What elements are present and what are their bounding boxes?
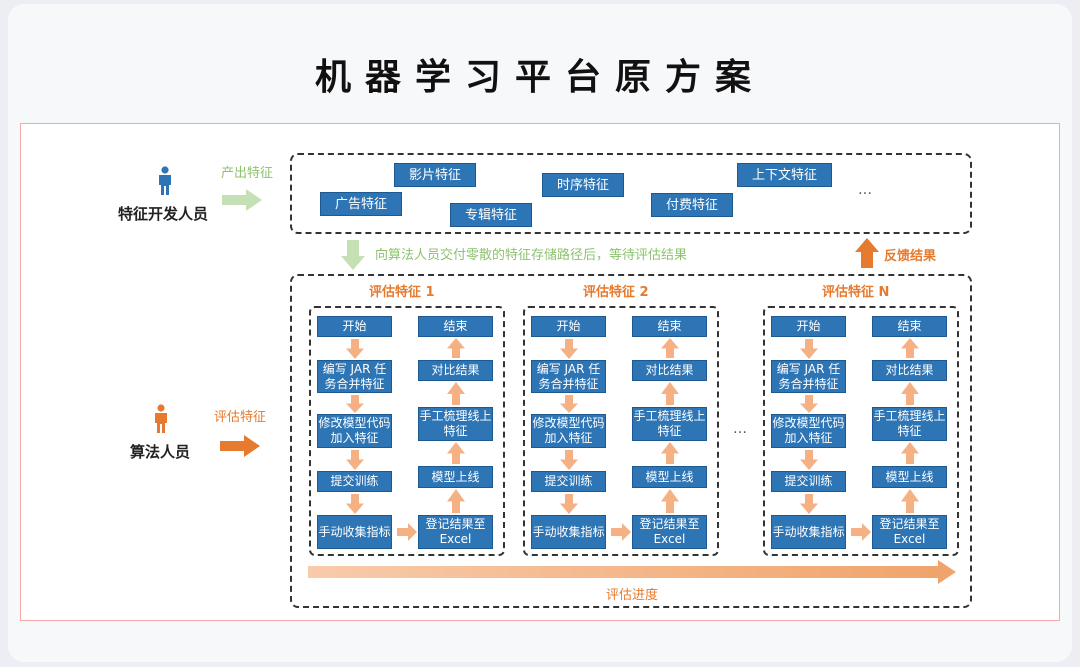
evaluation-title: 评估特征 2 — [583, 285, 649, 300]
up-arrow-icon — [660, 382, 679, 405]
down-arrow-icon — [799, 494, 818, 514]
evaluation-group — [523, 306, 719, 556]
process-step: 编写 JAR 任务合并特征 — [531, 360, 606, 393]
feature-box: 专辑特征 — [450, 203, 533, 227]
process-step: 对比结果 — [872, 360, 947, 381]
process-step: 对比结果 — [418, 360, 493, 381]
evaluation-title: 评估特征 1 — [369, 285, 435, 300]
process-step: 修改模型代码加入特征 — [317, 414, 392, 448]
more-evaluations-ellipsis: … — [733, 421, 749, 437]
process-step: 手工梳理线上特征 — [418, 407, 493, 441]
evaluation-group — [763, 306, 959, 556]
developer-person-icon — [159, 166, 171, 195]
deliver-label: 向算法人员交付零散的特征存储路径后，等待评估结果 — [375, 248, 688, 263]
down-arrow-icon — [345, 395, 364, 413]
feedback-up-arrow-icon — [855, 238, 879, 268]
process-step: 对比结果 — [632, 360, 707, 381]
process-step: 结束 — [872, 316, 947, 337]
progress-arrow-icon — [308, 560, 956, 584]
process-step: 手动收集指标 — [771, 515, 846, 549]
down-arrow-icon — [799, 395, 818, 413]
up-arrow-icon — [446, 382, 465, 405]
feature-region — [290, 153, 972, 234]
more-features-ellipsis: … — [858, 182, 874, 198]
down-arrow-icon — [345, 494, 364, 514]
down-arrow-icon — [559, 395, 578, 413]
process-step: 手动收集指标 — [531, 515, 606, 549]
up-arrow-icon — [446, 442, 465, 464]
feedback-label: 反馈结果 — [884, 249, 937, 264]
process-step: 模型上线 — [418, 466, 493, 488]
up-arrow-icon — [446, 489, 465, 513]
up-arrow-icon — [900, 382, 919, 405]
right-arrow-icon — [611, 523, 631, 541]
feature-box: 广告特征 — [320, 192, 403, 216]
process-step: 手动收集指标 — [317, 515, 392, 549]
feature-box: 时序特征 — [542, 173, 625, 197]
algorithm-role-label: 算法人员 — [130, 443, 191, 461]
right-arrow-icon — [851, 523, 871, 541]
up-arrow-icon — [900, 338, 919, 358]
process-step: 结束 — [418, 316, 493, 337]
process-step: 编写 JAR 任务合并特征 — [771, 360, 846, 393]
down-arrow-icon — [559, 494, 578, 514]
process-step: 结束 — [632, 316, 707, 337]
up-arrow-icon — [900, 489, 919, 513]
down-arrow-icon — [799, 450, 818, 470]
produce-arrow-icon — [222, 189, 262, 211]
process-step: 修改模型代码加入特征 — [771, 414, 846, 448]
deliver-down-arrow-icon — [341, 240, 365, 270]
process-step: 提交训练 — [531, 471, 606, 492]
process-step: 手工梳理线上特征 — [632, 407, 707, 441]
down-arrow-icon — [345, 450, 364, 470]
process-step: 修改模型代码加入特征 — [531, 414, 606, 448]
down-arrow-icon — [559, 339, 578, 359]
up-arrow-icon — [660, 442, 679, 464]
evaluation-title: 评估特征 N — [822, 285, 890, 300]
feature-box: 影片特征 — [394, 163, 477, 187]
process-step: 提交训练 — [317, 471, 392, 492]
evaluation-group — [309, 306, 505, 556]
evaluate-arrow-icon — [220, 435, 260, 457]
produce-label: 产出特征 — [221, 166, 274, 181]
up-arrow-icon — [660, 338, 679, 358]
up-arrow-icon — [900, 442, 919, 464]
page-title: 机器学习平台原方案 — [314, 57, 765, 98]
down-arrow-icon — [559, 450, 578, 470]
developer-role-label: 特征开发人员 — [118, 205, 209, 223]
process-step: 登记结果至 Excel — [872, 515, 947, 549]
algorithm-person-icon — [155, 404, 167, 433]
process-step: 手工梳理线上特征 — [872, 407, 947, 441]
evaluate-label: 评估特征 — [214, 410, 267, 425]
process-step: 登记结果至 Excel — [418, 515, 493, 549]
feature-box: 上下文特征 — [737, 163, 833, 187]
process-step: 模型上线 — [872, 466, 947, 488]
feature-box: 付费特征 — [651, 193, 734, 217]
up-arrow-icon — [446, 338, 465, 358]
evaluation-region — [290, 274, 972, 608]
progress-label: 评估进度 — [606, 588, 659, 603]
process-step: 开始 — [531, 316, 606, 337]
down-arrow-icon — [799, 339, 818, 359]
process-step: 模型上线 — [632, 466, 707, 488]
up-arrow-icon — [660, 489, 679, 513]
process-step: 提交训练 — [771, 471, 846, 492]
process-step: 编写 JAR 任务合并特征 — [317, 360, 392, 393]
process-step: 开始 — [771, 316, 846, 337]
process-step: 登记结果至 Excel — [632, 515, 707, 549]
process-step: 开始 — [317, 316, 392, 337]
right-arrow-icon — [397, 523, 417, 541]
down-arrow-icon — [345, 339, 364, 359]
